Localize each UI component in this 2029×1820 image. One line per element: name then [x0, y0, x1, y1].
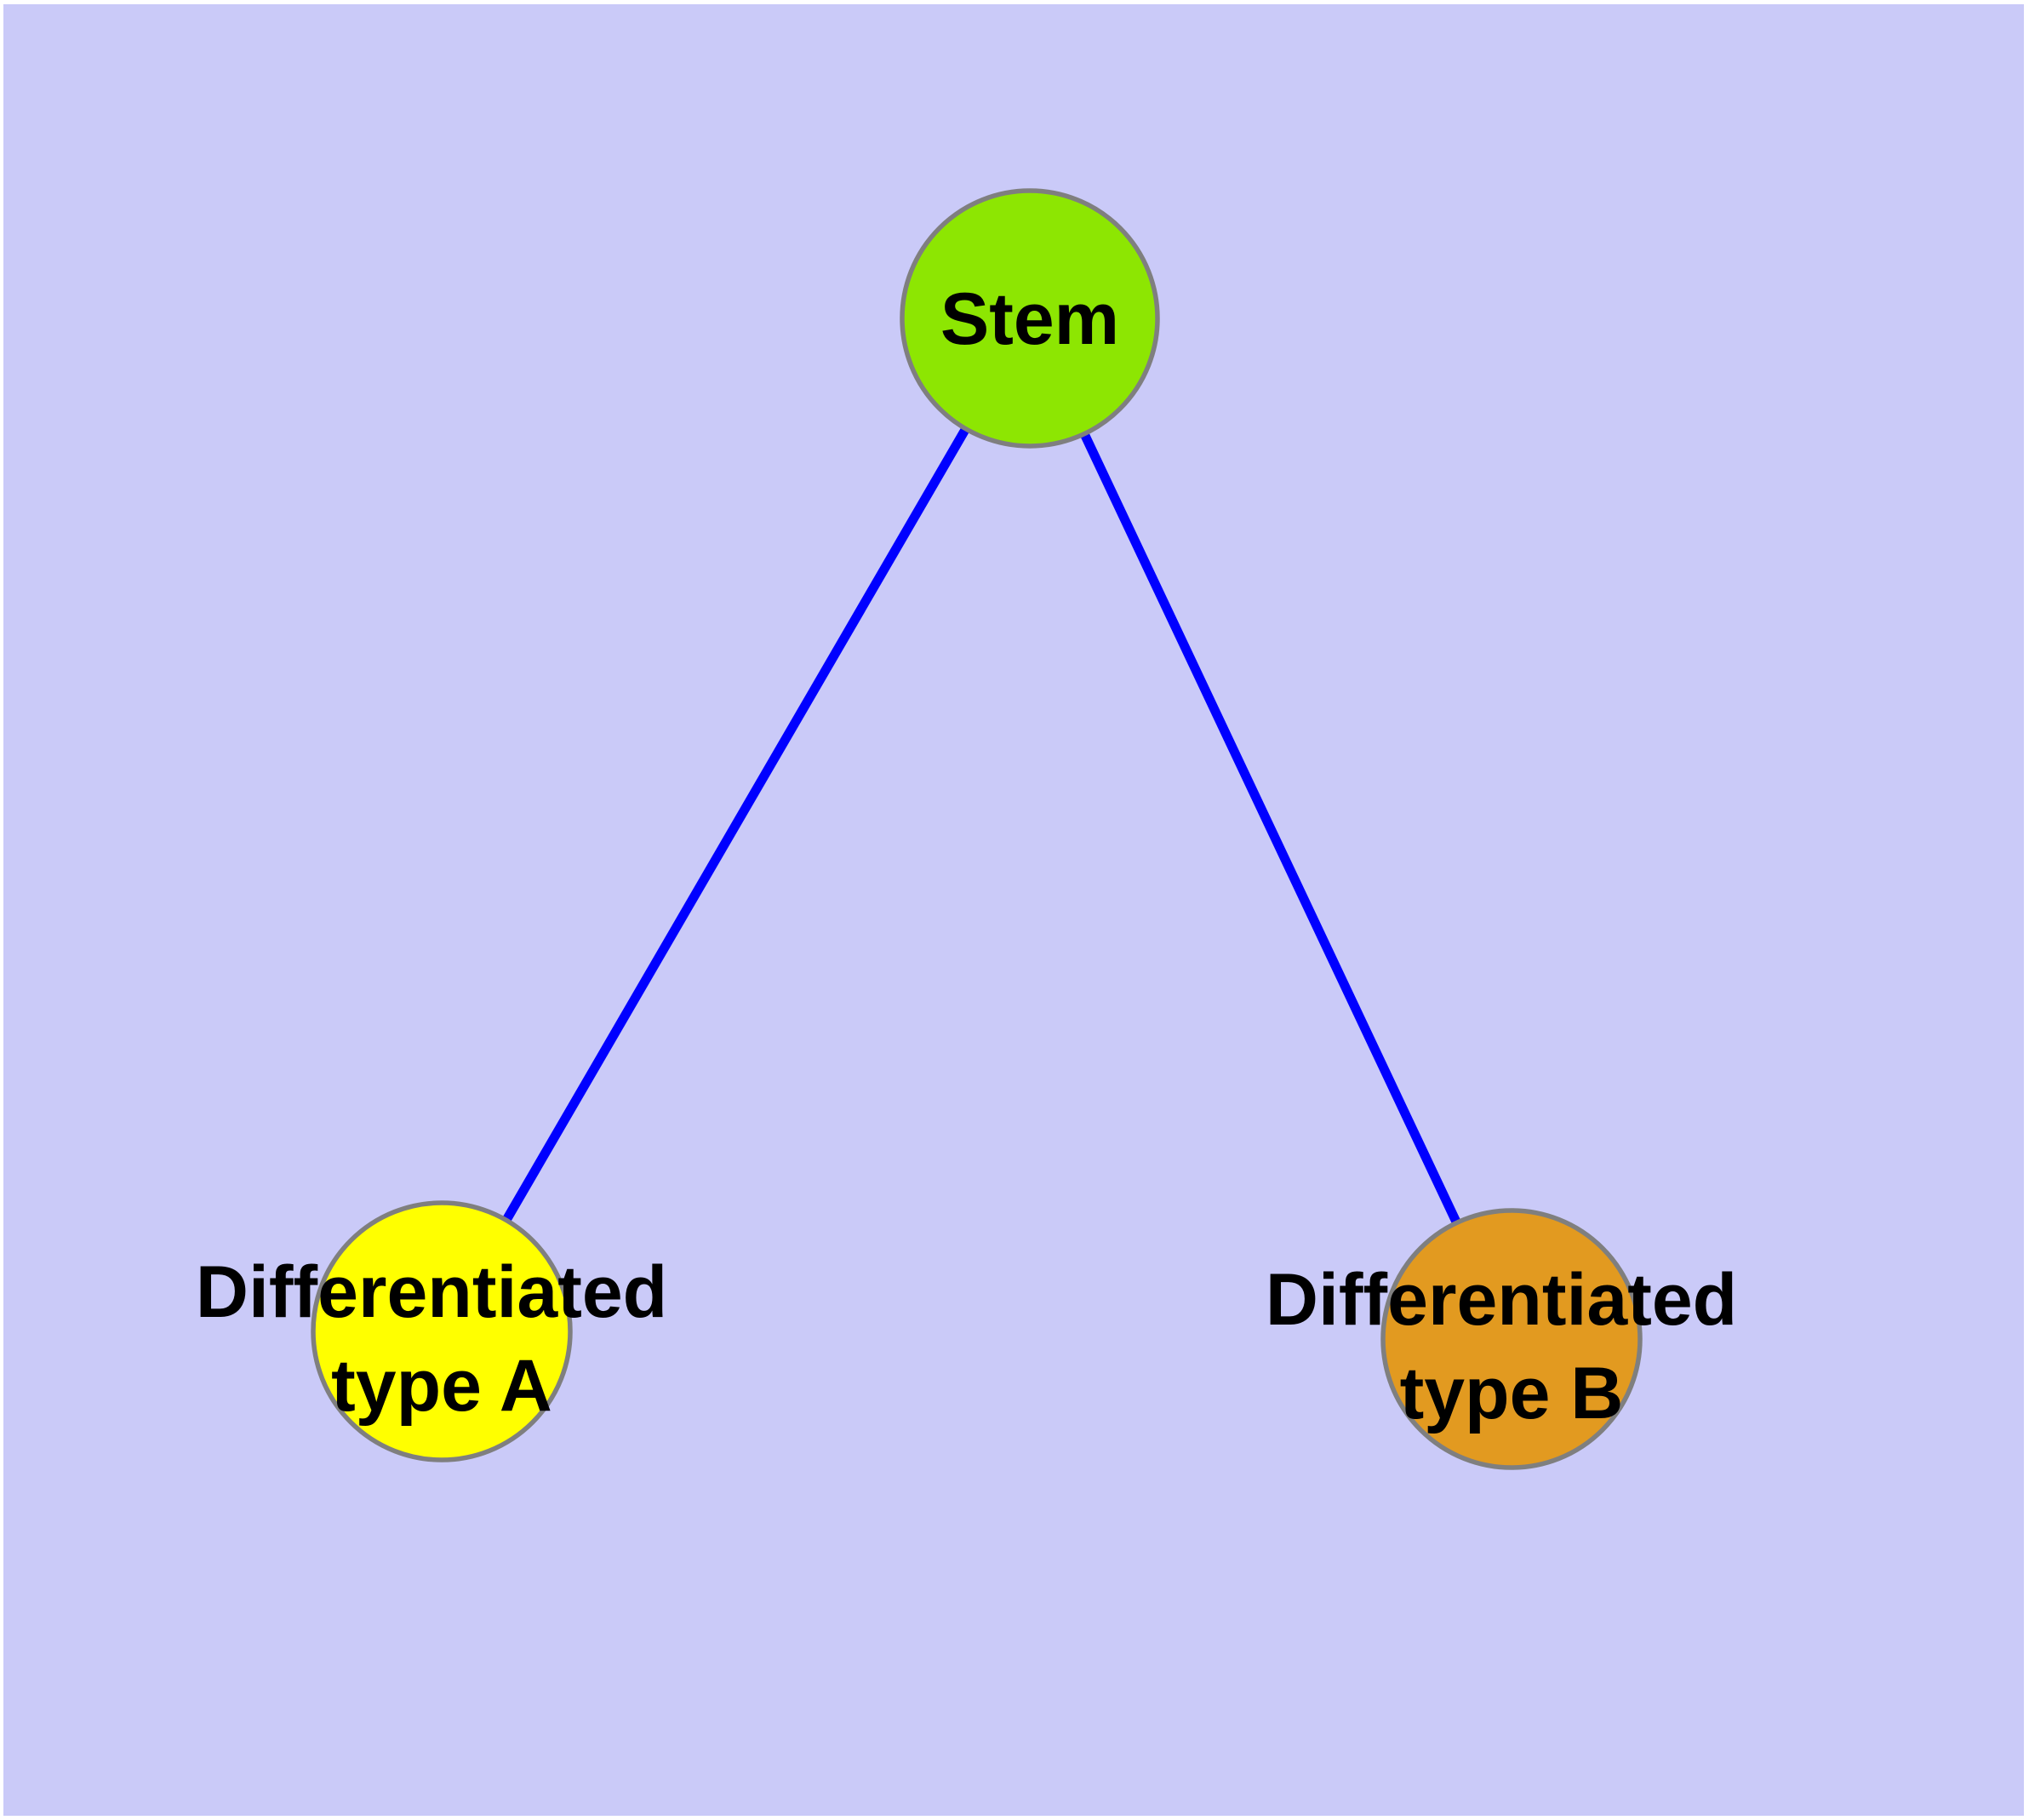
node-differentiated-type-a-label: Differentiated type A — [196, 1251, 688, 1427]
node-differentiated-type-a-label-line1: Differentiated — [196, 1251, 667, 1333]
node-differentiated-type-b-label-line1: Differentiated — [1266, 1259, 1737, 1341]
node-differentiated-type-a-circle — [311, 1200, 573, 1462]
edge-stem-to-type-a — [437, 316, 1034, 1334]
node-differentiated-type-a-label-line2: type A — [331, 1345, 552, 1427]
node-differentiated-type-b-label: Differentiated type B — [1266, 1259, 1758, 1434]
node-differentiated-type-b-circle — [1380, 1208, 1643, 1470]
edge-stem-to-type-b — [1026, 316, 1516, 1342]
node-stem-circle — [900, 188, 1160, 449]
node-stem-label-line1: Stem — [940, 278, 1119, 360]
node-stem-label: Stem — [940, 278, 1119, 360]
node-differentiated-type-b-label-line2: type B — [1400, 1353, 1624, 1434]
